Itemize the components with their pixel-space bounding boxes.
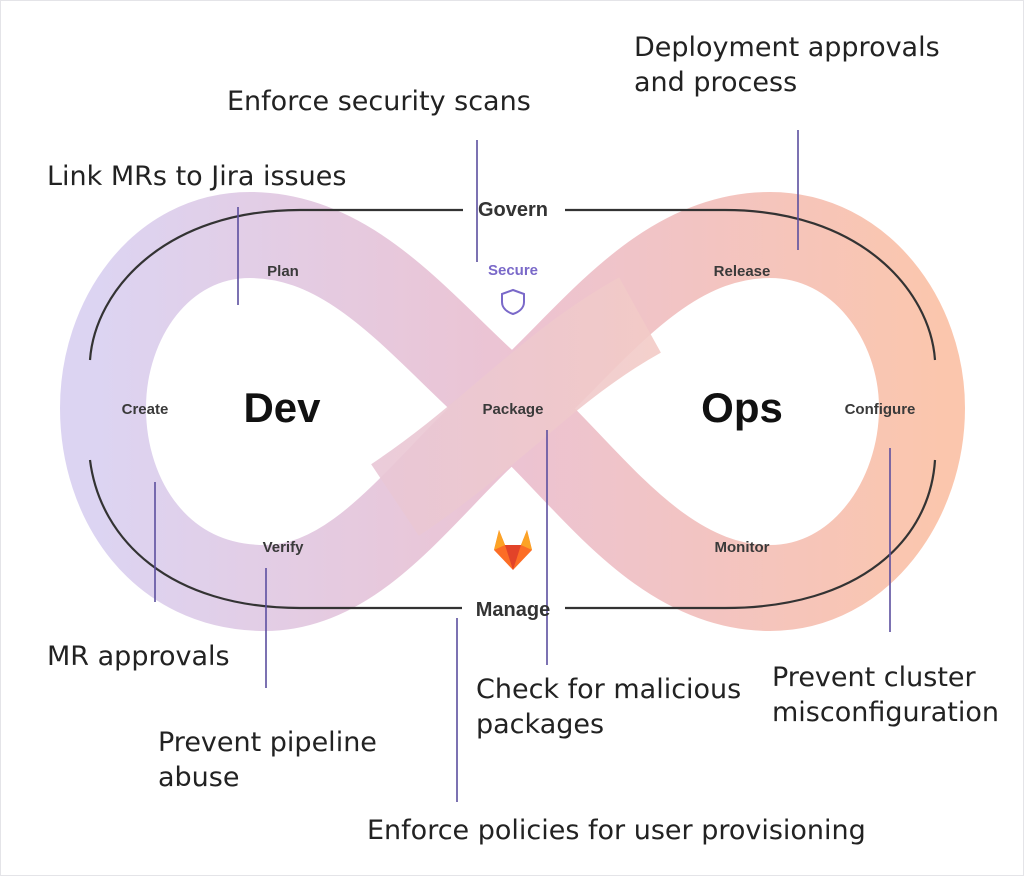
- annotation-pipeline-abuse: Prevent pipeline abuse: [158, 727, 377, 793]
- manage-outline: [88, 459, 937, 610]
- govern-label: Govern: [478, 199, 548, 221]
- govern-outline: [88, 208, 937, 361]
- infinity-loop-right: [470, 191, 966, 632]
- stage-release: Release: [714, 263, 771, 280]
- gitlab-logo-icon: [494, 530, 532, 570]
- annotation-user-provisioning: Enforce policies for user provisioning: [367, 815, 866, 846]
- stage-verify: Verify: [263, 539, 305, 556]
- stage-plan: Plan: [267, 263, 299, 280]
- ops-label: Ops: [701, 384, 783, 431]
- manage-label: Manage: [476, 599, 550, 621]
- annotation-security-scans: Enforce security scans: [227, 86, 531, 117]
- infinity-loop-left: [59, 191, 556, 632]
- dev-label: Dev: [243, 384, 321, 431]
- stage-secure: Secure: [488, 262, 538, 279]
- annotation-mr-approvals: MR approvals: [47, 641, 230, 672]
- stage-configure: Configure: [845, 401, 916, 418]
- stage-monitor: Monitor: [715, 539, 770, 556]
- stage-package: Package: [483, 401, 544, 418]
- annotation-deployment-approvals: Deployment approvals and process: [634, 32, 940, 98]
- annotation-jira: Link MRs to Jira issues: [47, 161, 347, 192]
- stage-create: Create: [122, 401, 169, 418]
- annotation-malicious-packages: Check for malicious packages: [476, 674, 742, 740]
- annotation-cluster-misconfiguration: Prevent cluster misconfiguration: [772, 662, 999, 728]
- infinity-crossover: [371, 277, 662, 536]
- callout-lines: [154, 130, 891, 802]
- shield-icon: [501, 288, 525, 316]
